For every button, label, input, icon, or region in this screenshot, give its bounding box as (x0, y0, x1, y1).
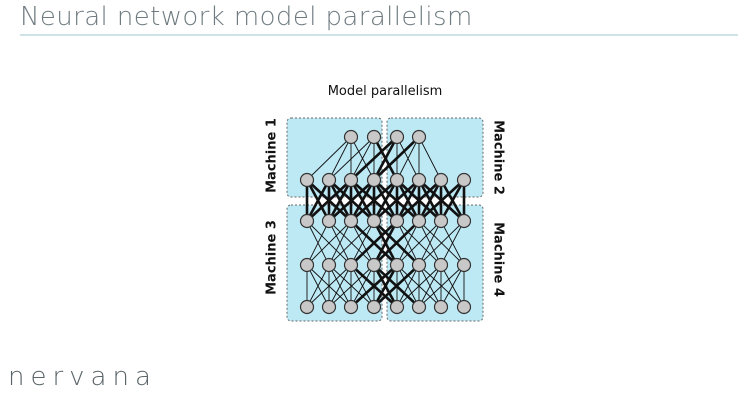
neuron-node (299, 172, 315, 188)
neuron-node (366, 129, 382, 145)
network-edge (396, 220, 420, 266)
neuron-node (321, 257, 337, 273)
network-edge (396, 136, 420, 181)
network-edge (440, 220, 465, 266)
diagram-caption: Model parallelism (327, 84, 443, 99)
neuron-node (433, 299, 449, 315)
network-edge (418, 220, 465, 266)
cross-machine-edge (439, 179, 466, 222)
network-edge (328, 264, 375, 308)
network-edge (350, 220, 375, 266)
neuron-node (343, 172, 359, 188)
neuron-node (299, 213, 315, 229)
network-edge (306, 220, 330, 266)
neuron-node (299, 257, 315, 273)
neuron-node (456, 172, 472, 188)
neuron-node (411, 299, 427, 315)
nervana-logo: nervana (8, 362, 157, 392)
neuron-node (343, 257, 359, 273)
network-edge (418, 136, 442, 181)
neuron-node (299, 299, 315, 315)
neuron-node (343, 213, 359, 229)
neuron-node (343, 299, 359, 315)
machine-4-label: Machine 4 (490, 222, 506, 297)
neuron-node (411, 257, 427, 273)
neuron-node (366, 172, 382, 188)
neuron-node (456, 257, 472, 273)
neuron-node (411, 129, 427, 145)
cross-machine-edge (350, 136, 398, 181)
neuron-node (433, 172, 449, 188)
neuron-node (321, 172, 337, 188)
cross-machine-edge (396, 179, 442, 222)
network-edge (396, 264, 442, 308)
network-edge (396, 264, 420, 308)
cross-machine-edge (372, 220, 399, 266)
neuron-node (366, 213, 382, 229)
neuron-node (456, 213, 472, 229)
network-edge (328, 264, 352, 308)
machine-2-label: Machine 2 (490, 120, 506, 195)
neuron-node (389, 257, 405, 273)
cross-machine-edge (395, 179, 421, 222)
cross-machine-edge (417, 179, 443, 222)
neuron-node (433, 257, 449, 273)
cross-machine-edge (373, 220, 420, 266)
slide-title: Neural network model parallelism (20, 2, 473, 32)
neuron-node (321, 299, 337, 315)
network-edge (328, 136, 352, 181)
network-edge (306, 136, 352, 181)
cross-machine-edge (372, 179, 399, 222)
network-edge (306, 264, 330, 308)
neuron-node (389, 172, 405, 188)
neuron-node (456, 299, 472, 315)
cross-machine-edge (350, 264, 398, 308)
title-divider (20, 34, 738, 36)
network-edge (440, 264, 465, 308)
cross-machine-edge (373, 264, 420, 308)
cross-machine-edge (418, 179, 465, 222)
network-edge (418, 220, 442, 266)
network-edge (328, 220, 375, 266)
network-edge (418, 264, 442, 308)
network-edge (350, 136, 375, 181)
network-edge (396, 220, 442, 266)
network-edge (328, 220, 352, 266)
neuron-node (366, 299, 382, 315)
cross-machine-edge (328, 179, 375, 222)
cross-machine-edge (350, 220, 398, 266)
neuron-node (321, 213, 337, 229)
cross-machine-edge (372, 136, 399, 181)
machine-1-label: Machine 1 (264, 118, 280, 193)
cross-machine-edge (372, 264, 399, 308)
cross-machine-edge (373, 136, 420, 181)
network-edge (306, 220, 352, 266)
neuron-node (343, 129, 359, 145)
network-edge (350, 264, 375, 308)
cross-machine-edge (373, 179, 420, 222)
network-edge (328, 136, 375, 181)
neuron-node (411, 213, 427, 229)
cross-machine-edge (306, 179, 352, 222)
machine-3-label: Machine 3 (264, 220, 280, 295)
cross-machine-edge (350, 179, 398, 222)
cross-machine-edge (349, 179, 376, 222)
neuron-node (389, 213, 405, 229)
cross-machine-edge (305, 179, 331, 222)
network-edge (306, 264, 352, 308)
neuron-node (389, 299, 405, 315)
neuron-node (389, 129, 405, 145)
neuron-node (366, 257, 382, 273)
neuron-node (411, 172, 427, 188)
neuron-node (433, 213, 449, 229)
cross-machine-edge (327, 179, 353, 222)
network-edge (418, 264, 465, 308)
